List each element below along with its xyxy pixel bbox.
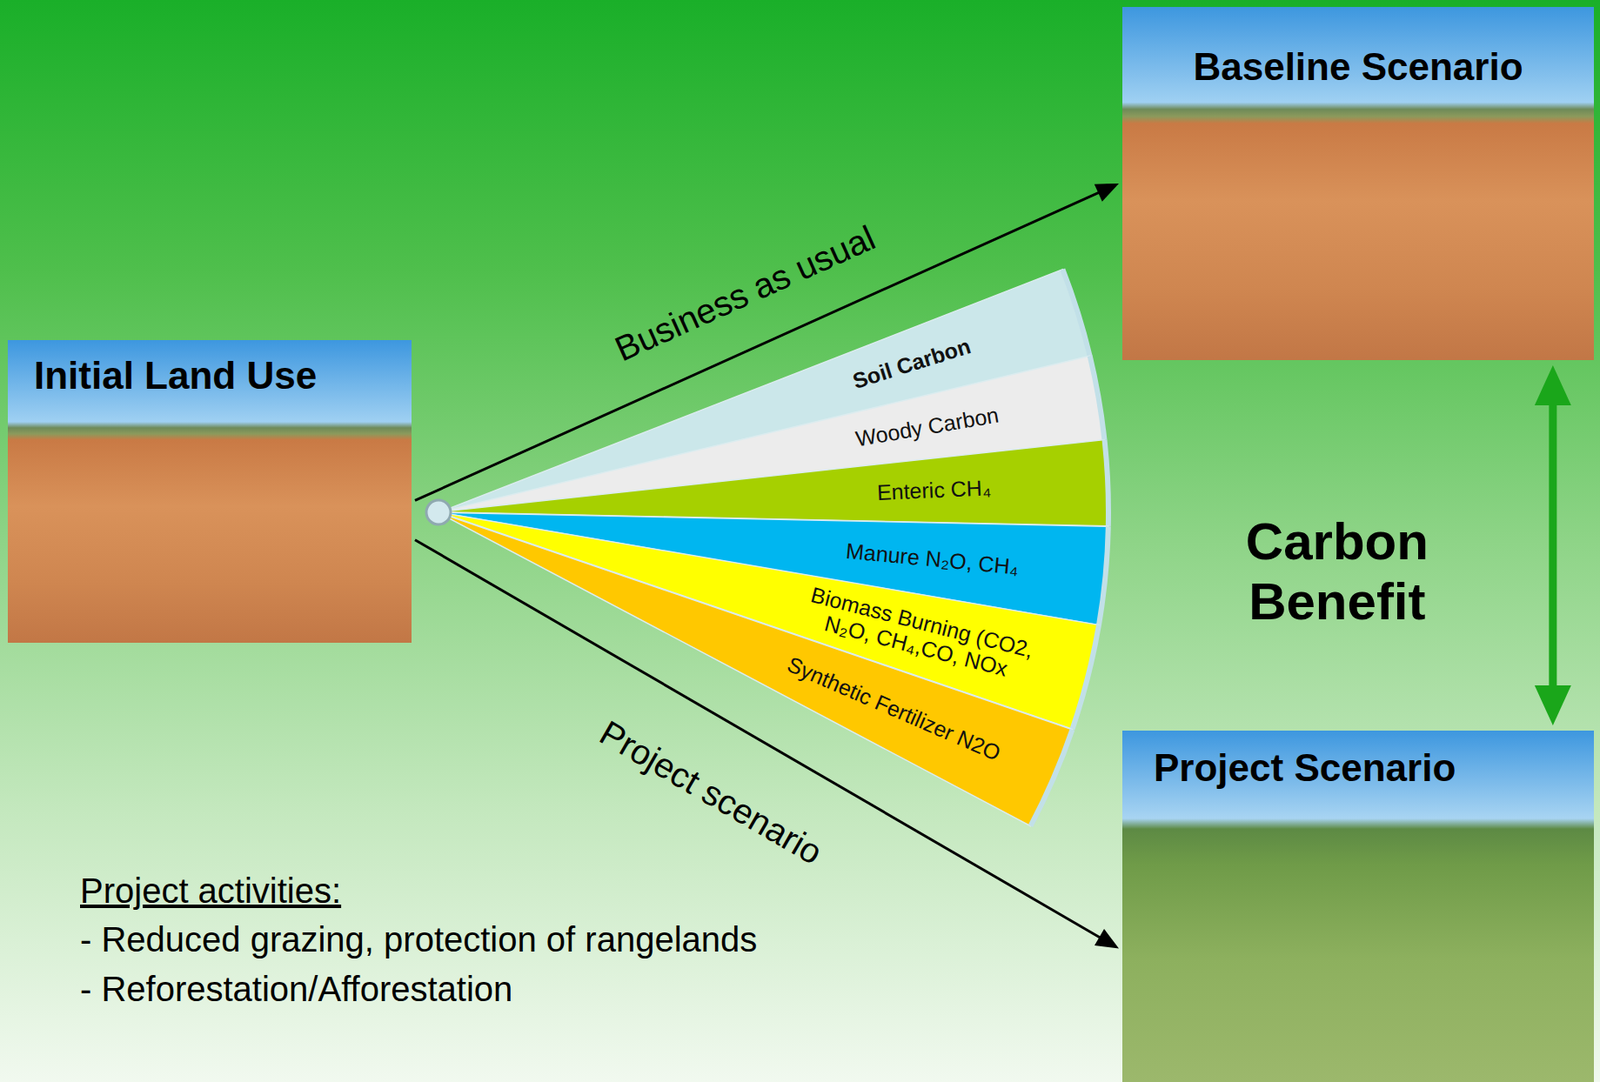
photo-heading: Project Scenario [1153,746,1456,791]
arrow-head [1094,929,1119,950]
band-rim [1071,625,1101,730]
connector-label: Business as usual [609,217,882,369]
arrow-head [1534,365,1572,406]
band-rim [1090,355,1106,441]
band-rim [1030,729,1074,827]
connector-arrow [1534,365,1572,726]
note-text: Project activities: [80,870,342,912]
band-rim [1098,526,1111,626]
band-rim [1062,268,1092,356]
photo-panel: Project Scenario [1122,730,1594,1082]
note-text: - Reduced grazing, protection of rangela… [80,918,757,961]
photo-panel: Baseline Scenario [1122,6,1594,361]
band-rim [1104,440,1110,527]
connector-label: Carbon Benefit [1206,511,1468,632]
fan-origin-dot [426,500,451,525]
connector-label: Project scenario [592,712,829,873]
arrow-head [1094,183,1119,202]
photo-panel: Initial Land Use [7,340,412,643]
photo-heading: Baseline Scenario [1192,45,1523,90]
photo-heading: Initial Land Use [33,354,317,399]
connector-line [1548,403,1557,688]
note-text: - Reforestation/Afforestation [80,968,513,1011]
arrow-head [1534,685,1572,726]
band-wedge [425,460,1102,730]
band-wedge [417,464,1075,828]
